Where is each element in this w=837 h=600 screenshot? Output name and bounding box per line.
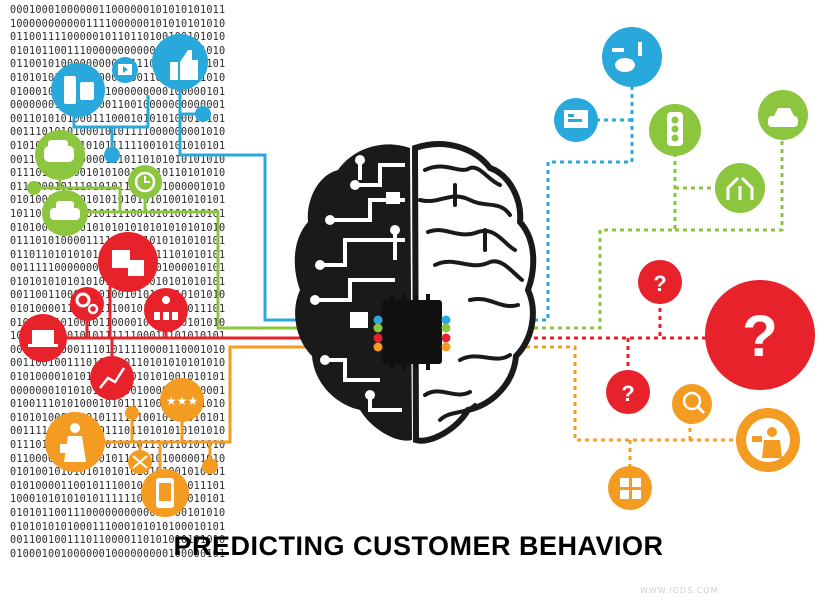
like-music-icon xyxy=(152,34,208,90)
social-media-icon xyxy=(608,466,652,510)
green-node-dot-1 xyxy=(27,181,41,195)
brain xyxy=(294,141,537,444)
binary-row: 0011110011100001110110101010101010 xyxy=(10,426,226,438)
presentation-icon xyxy=(554,98,598,142)
video-player-icon xyxy=(112,57,138,83)
blue-node-dot-2 xyxy=(104,147,120,163)
orange-node-dot-2 xyxy=(202,458,218,474)
blue-node-dot-1 xyxy=(195,106,211,122)
mobile-shopping-icon xyxy=(141,469,189,517)
binary-row: 0101001010101010101010101001010101 xyxy=(10,195,226,207)
binary-row: 1000000000001111000000101010101010 xyxy=(10,18,226,30)
cars-icon xyxy=(35,130,85,180)
customer-money-icon xyxy=(736,408,800,472)
binary-row: 0101010101000111000101010100010101 xyxy=(10,521,226,533)
binary-row: 0011101000011101011110000110001010 xyxy=(10,344,226,356)
binary-row: 0101010001110101111110010101010101 xyxy=(10,140,226,152)
growth-chart-icon xyxy=(90,356,134,400)
shopper-icon xyxy=(45,412,105,472)
question-mark-1: ? xyxy=(653,271,666,296)
binary-row: 0101011001110000000000010000101010 xyxy=(10,507,226,519)
question-mark-2: ? xyxy=(621,381,634,406)
org-chart-icon xyxy=(144,288,188,332)
binary-row: 0001000100000011000000101010101011 xyxy=(10,5,226,16)
binary-row: 0110011110000010110110100100101010 xyxy=(10,32,226,44)
binary-row: 0110000101110101011010101000001010 xyxy=(10,453,226,465)
binary-row: 0011001001110110000110101010101010 xyxy=(10,535,226,547)
orange-node-dot-1 xyxy=(125,406,139,420)
binary-row: 0101000010101010101010101010101010 xyxy=(10,222,226,234)
processor-chip xyxy=(382,300,442,364)
directions-icon xyxy=(715,163,765,213)
binary-row: 0011001100010101001010101010101010 xyxy=(10,290,226,302)
brain-folds xyxy=(418,164,524,422)
phone-music-icon xyxy=(51,63,105,117)
gears-icon xyxy=(70,287,104,321)
brain-left-hemisphere xyxy=(294,144,412,441)
binary-row: 0111010000001010100101110110101010 xyxy=(10,440,226,451)
rating-stars-icon: ★★★ xyxy=(160,378,204,422)
laptop-wifi-icon xyxy=(19,314,67,362)
question-mark-large: ? xyxy=(742,304,777,369)
clock-icon xyxy=(128,165,162,199)
rating-stars: ★★★ xyxy=(166,394,198,408)
binary-row: 0111010000001010100101110110101010 xyxy=(10,168,226,180)
binary-row: 0011010101000111000101010100010101 xyxy=(10,113,226,125)
traffic-light-icon xyxy=(649,104,701,156)
question-icon-small-1: ? xyxy=(638,260,682,304)
watermark: WWW.IGDS.COM xyxy=(640,586,719,595)
brain-right-hemisphere xyxy=(411,141,537,444)
binary-row: 1011000011110101111001010100110101 xyxy=(10,208,226,220)
binary-row: 0100001101001011000010101010101010 xyxy=(10,317,226,329)
car-icon xyxy=(42,190,88,236)
circuit-nodes xyxy=(310,155,400,400)
binary-row: 0011101010100010101111000000001010 xyxy=(10,127,226,139)
binary-row: 0101011001110000000000010000101010 xyxy=(10,45,226,57)
binary-row: 0100010010000001000000000100000101 xyxy=(10,548,226,559)
question-icon-large: ? xyxy=(705,280,815,390)
drums-music-icon xyxy=(602,27,662,87)
binary-row: 0100111010100010101111000000001010 xyxy=(10,399,226,411)
search-people-icon xyxy=(672,384,712,424)
binary-row: 0101000011001011100101010101011101 xyxy=(10,304,226,316)
calendar-buildings-icon xyxy=(98,232,158,292)
binary-row: 0101001010101010101010101001010101 xyxy=(10,467,226,479)
scissors-icon xyxy=(128,450,152,474)
binary-row: 0101010001110101111110010101010101 xyxy=(10,412,226,424)
self-driving-car-icon xyxy=(758,90,808,140)
question-icon-small-2: ? xyxy=(606,370,650,414)
page-title: PREDICTING CUSTOMER BEHAVIOR xyxy=(173,531,664,561)
binary-row: 1000101010101011111100010101010101 xyxy=(10,494,226,506)
binary-row: 0101000011001011100101010101011101 xyxy=(10,480,226,492)
binary-row: 0000000101010100110010000000000001 xyxy=(10,100,226,112)
binary-row: 0100010010000001000000000100000101 xyxy=(10,86,226,98)
